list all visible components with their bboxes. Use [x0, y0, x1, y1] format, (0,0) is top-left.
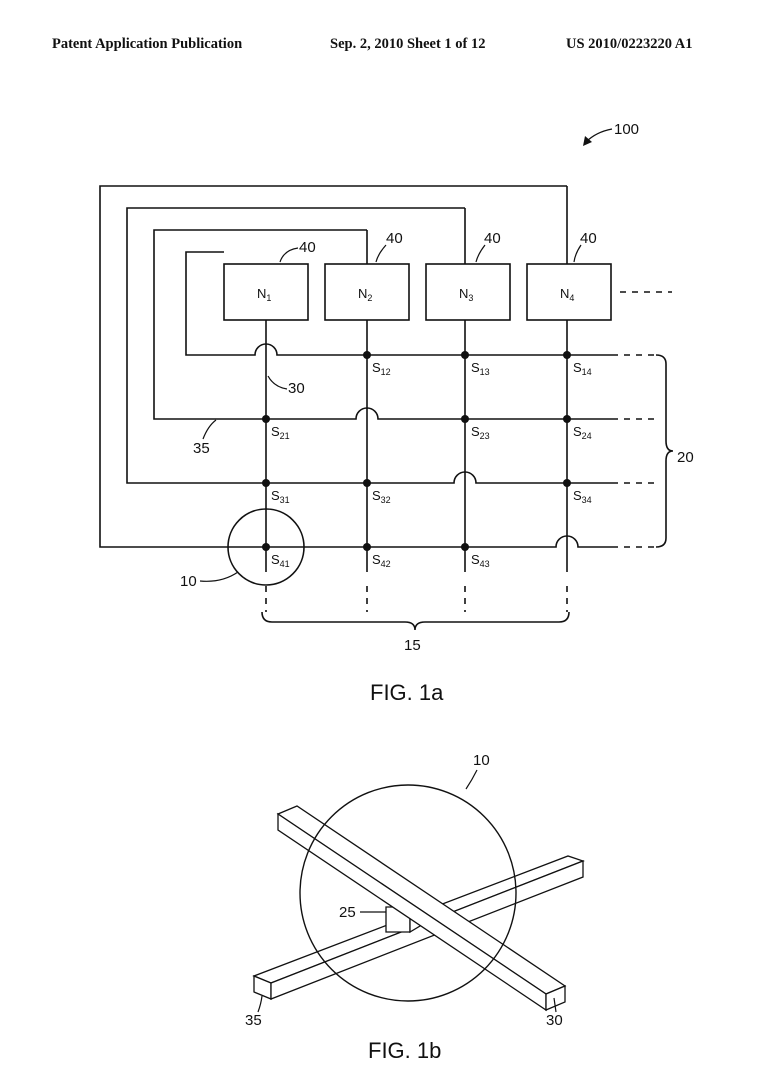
switch-dot-s41 — [262, 543, 270, 551]
column-lines — [265, 186, 568, 612]
node-label-n4: N4 — [560, 286, 574, 303]
publication-number: US 2010/0223220 A1 — [566, 36, 693, 52]
ref-15-label: 15 — [404, 637, 421, 654]
switch-label-s23: S23 — [471, 424, 490, 441]
row-continuation-dashes — [624, 354, 660, 548]
fig1b-ref-25-label: 25 — [339, 904, 356, 921]
node-ref-labels: 40 40 40 40 — [279, 230, 597, 263]
ref-40-leader-n3 — [475, 244, 486, 263]
fig1b-ref-10-leader — [465, 769, 478, 790]
switch-dot-s24 — [563, 415, 571, 423]
node-label-n1: N1 — [257, 286, 271, 303]
columns-brace — [261, 611, 570, 631]
ref-40-label-n4: 40 — [580, 230, 597, 247]
node-boxes: N1 N2 N3 N4 — [223, 263, 612, 321]
row-lines — [99, 185, 660, 548]
ref-40-leader-n2 — [375, 244, 387, 263]
switch-junctions — [262, 351, 571, 551]
ref-20-label: 20 — [677, 449, 694, 466]
ref-40-leader-n1 — [279, 247, 299, 263]
fig1b-ref-10-label: 10 — [473, 752, 490, 769]
switch-dot-s31 — [262, 479, 270, 487]
switch-dot-s42 — [363, 543, 371, 551]
switch-label-s42: S42 — [372, 552, 391, 569]
fig-1a: 100 N1 N2 N3 N4 40 40 40 40 — [99, 121, 694, 705]
junction-circle — [299, 784, 517, 1002]
rows-brace — [655, 354, 674, 548]
switch-dot-s13 — [461, 351, 469, 359]
switch-label-s41: S41 — [271, 552, 290, 569]
fig1b-ref-30-leader — [553, 997, 557, 1013]
fig1b-ref-35-leader — [257, 995, 263, 1013]
ref-100-arrowhead — [583, 136, 592, 146]
switch-labels: S12 S13 S14 S21 S23 S24 S31 S32 S34 S41 … — [271, 360, 592, 569]
switch-label-s31: S31 — [271, 488, 290, 505]
publication-title: Patent Application Publication — [52, 36, 243, 52]
switch-label-s32: S32 — [372, 488, 391, 505]
fig-1b: 10 25 35 30 FIG. 1b — [245, 752, 585, 1063]
switch-label-s24: S24 — [573, 424, 592, 441]
switch-dot-s14 — [563, 351, 571, 359]
switch-label-s13: S13 — [471, 360, 490, 377]
ref-40-label-n3: 40 — [484, 230, 501, 247]
switch-highlight-circle — [227, 508, 305, 586]
upper-bar — [276, 805, 567, 1012]
ref-40-label-n2: 40 — [386, 230, 403, 247]
switch-dot-s21 — [262, 415, 270, 423]
switch-label-s21: S21 — [271, 424, 290, 441]
switch-dot-s23 — [461, 415, 469, 423]
fig-1a-caption: FIG. 1a — [370, 680, 444, 705]
ref-10-label: 10 — [180, 573, 197, 590]
ref-100-label: 100 — [614, 121, 639, 138]
switch-label-s43: S43 — [471, 552, 490, 569]
ref-10-leader — [199, 571, 239, 582]
node-box-n3 — [425, 263, 511, 321]
column-continuation-dashes — [265, 586, 568, 612]
row-line-4 — [99, 185, 618, 548]
ref-35-leader — [202, 419, 217, 440]
ref-30-leader — [267, 375, 288, 390]
row-line-3 — [126, 207, 618, 484]
switch-label-s12: S12 — [372, 360, 391, 377]
ref-35-label: 35 — [193, 440, 210, 457]
node-label-n2: N2 — [358, 286, 372, 303]
switch-label-s14: S14 — [573, 360, 592, 377]
ref-40-leader-n4 — [573, 244, 582, 263]
page-header: Patent Application Publication Sep. 2, 2… — [0, 36, 772, 60]
ref-100-arrow — [585, 128, 613, 143]
row-line-2 — [153, 229, 618, 420]
switch-dot-s12 — [363, 351, 371, 359]
node-box-n4 — [526, 263, 612, 321]
switch-dot-s43 — [461, 543, 469, 551]
switch-dot-s32 — [363, 479, 371, 487]
fig-1b-caption: FIG. 1b — [368, 1038, 441, 1063]
fig1b-ref-30-label: 30 — [546, 1012, 563, 1029]
switch-dot-s34 — [563, 479, 571, 487]
ref-30-label: 30 — [288, 380, 305, 397]
switch-label-s34: S34 — [573, 488, 592, 505]
fig1b-ref-35-label: 35 — [245, 1012, 262, 1029]
row-line-1 — [185, 251, 618, 356]
publication-date-sheet: Sep. 2, 2010 Sheet 1 of 12 — [330, 36, 486, 52]
ref-40-label-n1: 40 — [299, 239, 316, 256]
node-label-n3: N3 — [459, 286, 473, 303]
upper-bar-end-face — [545, 985, 566, 1011]
